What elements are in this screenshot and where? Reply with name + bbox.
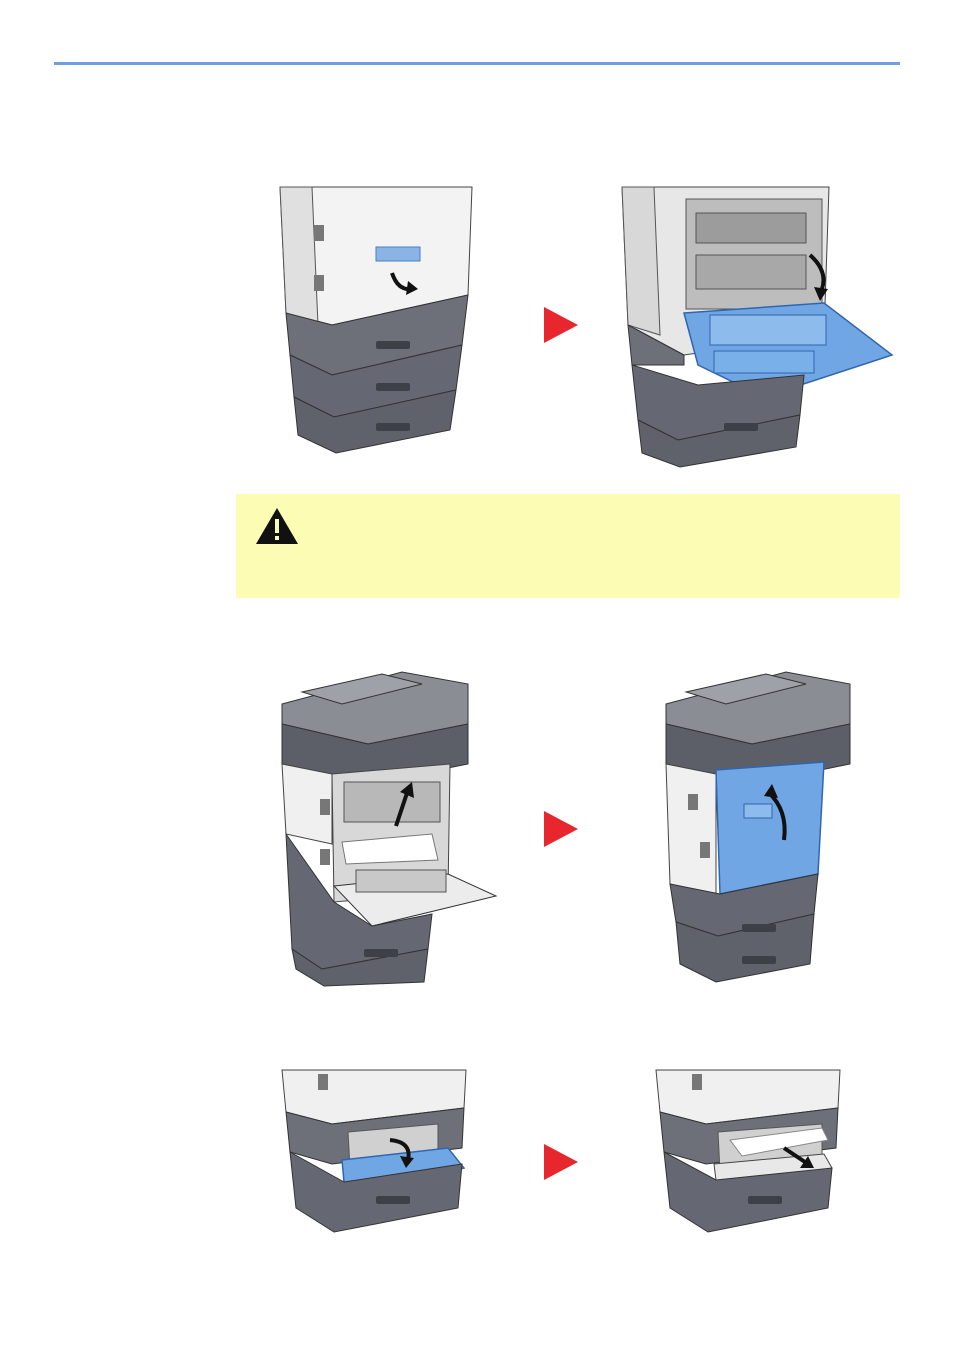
figure-duplex-cover-opening <box>278 1068 473 1243</box>
figure-rear-cover-opened <box>614 185 894 470</box>
figure-rear-cover-closing <box>656 664 856 989</box>
caution-box <box>236 494 900 598</box>
figure-rear-cover-closed <box>272 185 482 455</box>
red-step-arrow <box>544 307 578 343</box>
figure-remove-paper-fuser <box>272 664 502 989</box>
header-rule <box>54 62 900 65</box>
warning-icon <box>254 506 300 551</box>
red-step-arrow <box>544 1144 578 1180</box>
figure-duplex-paper-removal <box>652 1068 847 1243</box>
red-step-arrow <box>544 811 578 847</box>
